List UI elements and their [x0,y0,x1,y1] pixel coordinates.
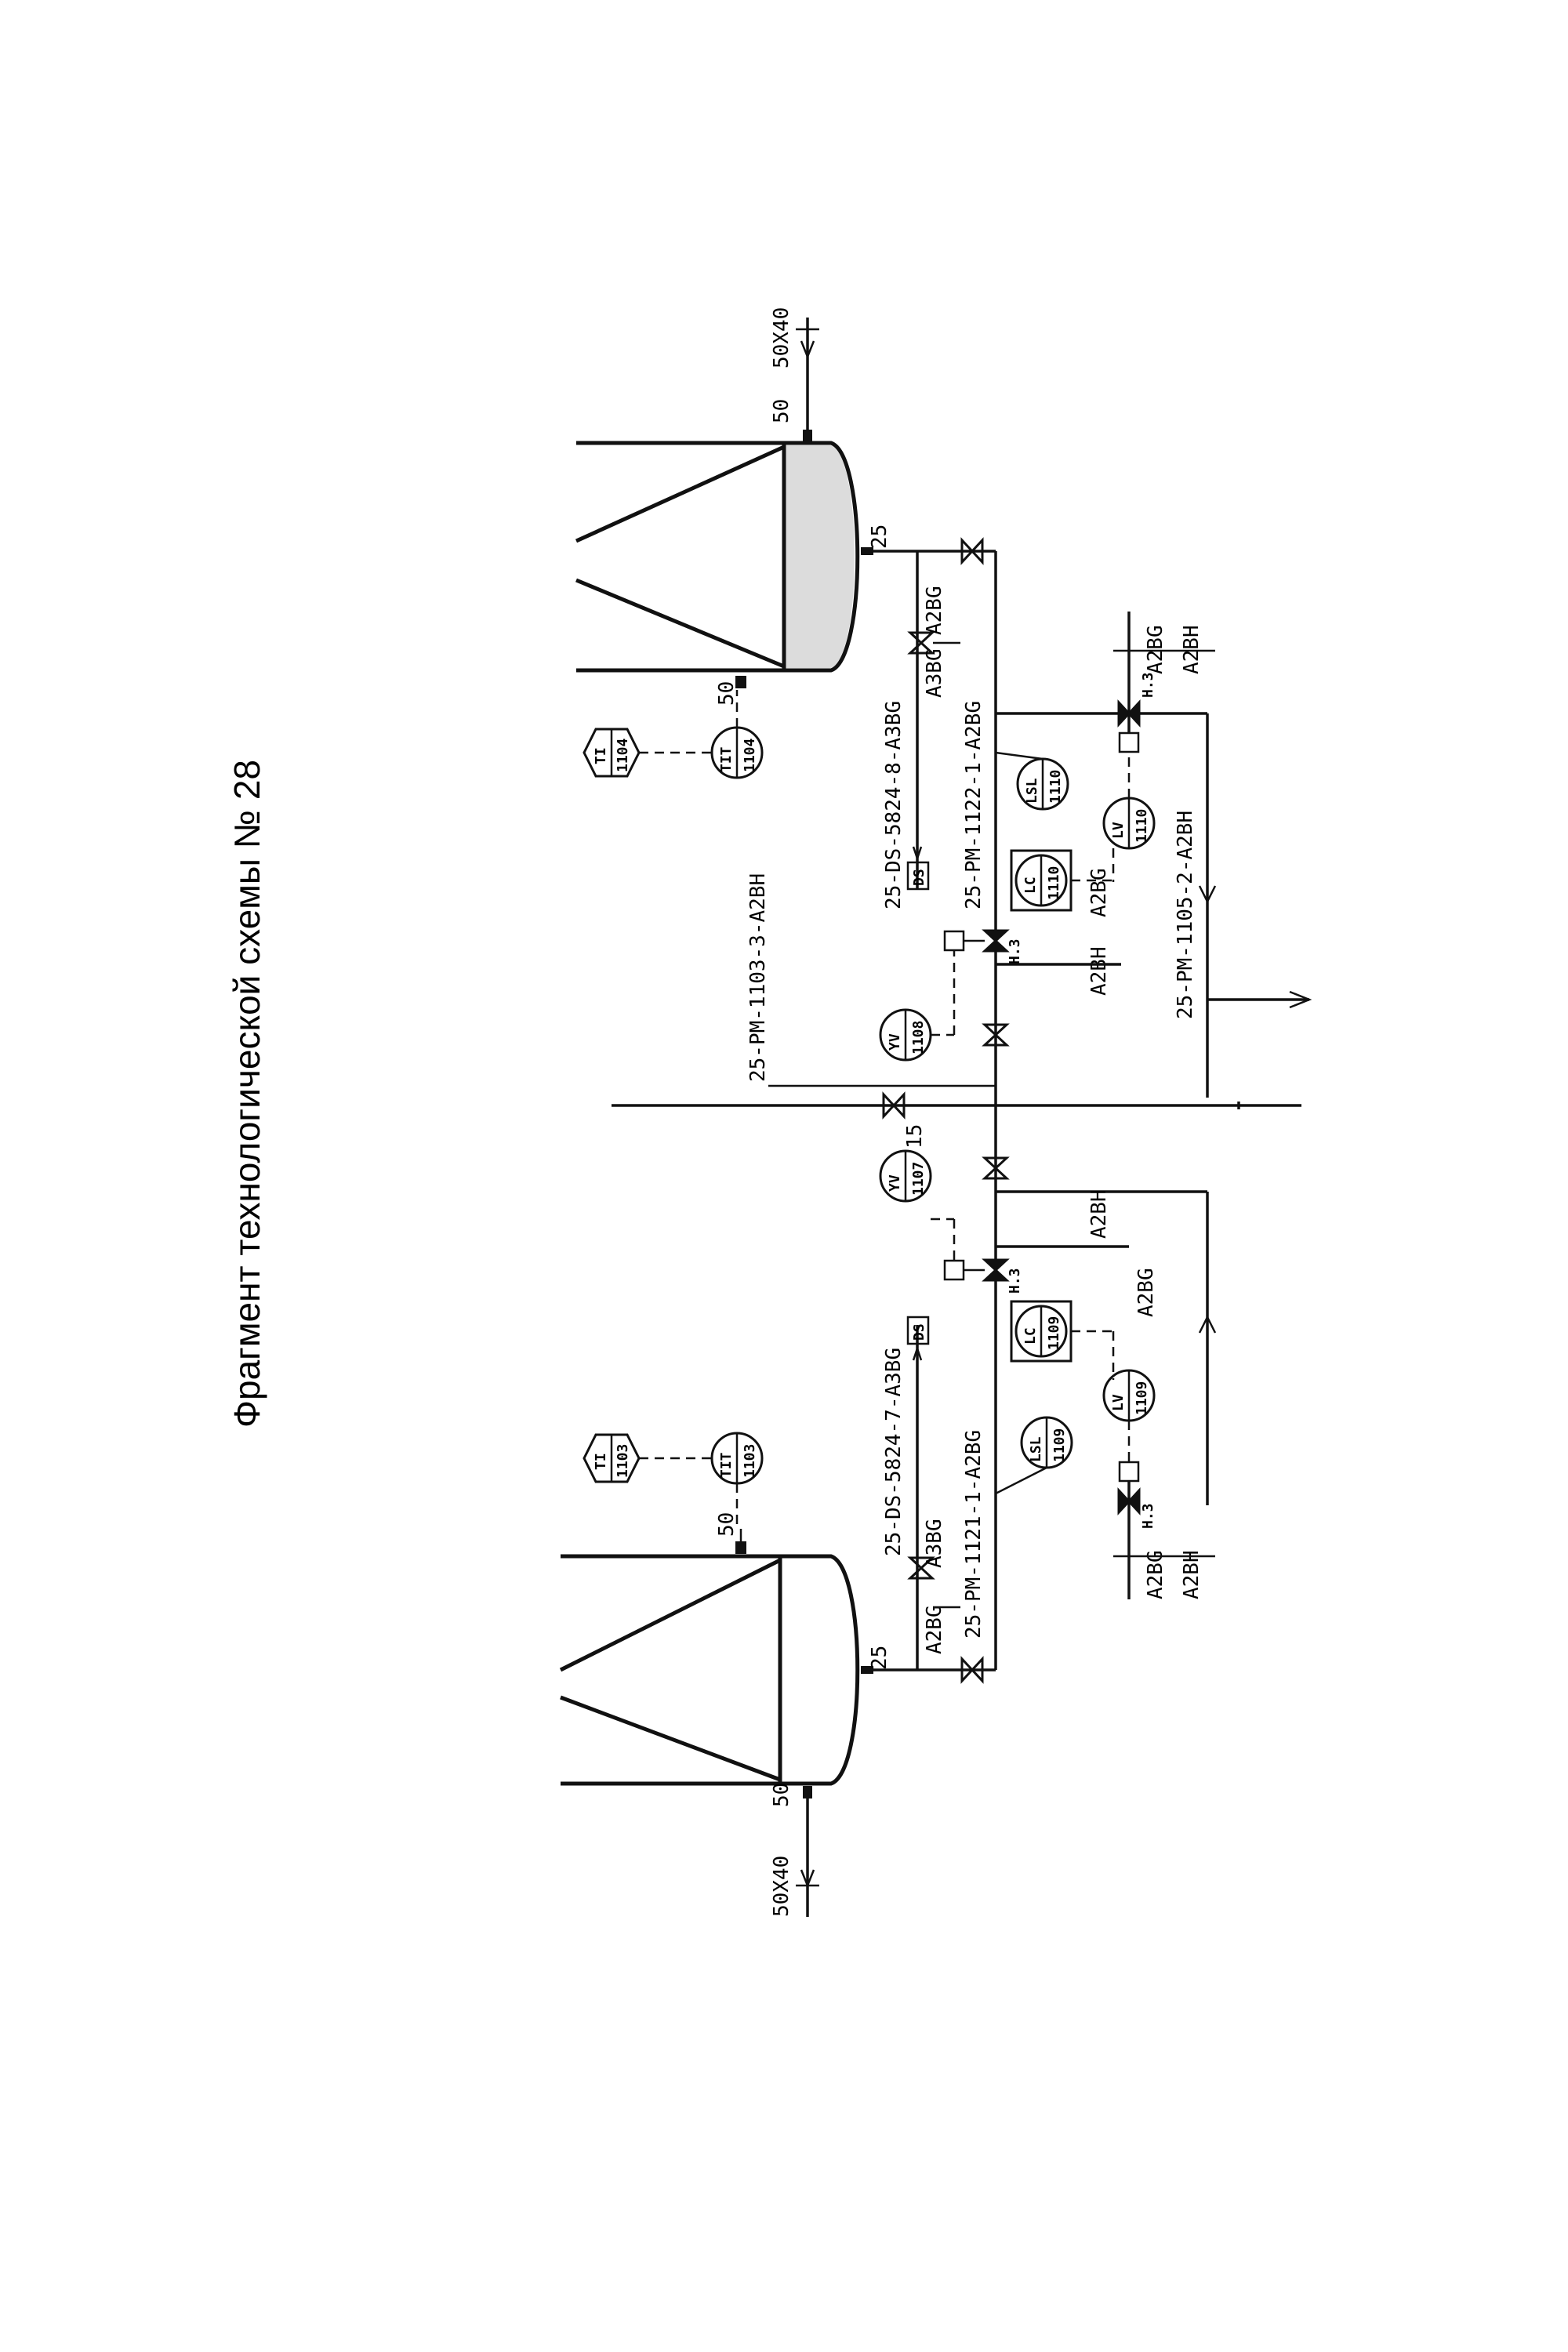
svg-text:1103: 1103 [615,1444,631,1478]
ti-1103: TI 1103 [583,1433,712,1483]
a2bg-lv1109: A2BG [1144,1550,1167,1599]
h3-lv1109: H.3 [1140,1503,1156,1529]
header-lines: 25-PM-1103-3-A2BH 15 25-PM-1105-2-A2BH [612,712,1312,1505]
svg-text:1109: 1109 [1051,1428,1068,1462]
label-top-25: 25 [868,524,891,549]
tit-1103: TIT 1103 [710,1432,764,1529]
lc-1109: LC 1109 [1010,1300,1115,1380]
line-1105: 25-PM-1105-2-A2BH [1174,811,1197,1019]
a2bg-lv1110: A2BG [1144,625,1167,674]
lv-1109: LV 1109 H.3 A2BG A2BH [1102,1369,1215,1599]
lsl-1109: LSL 1109 [995,1416,1073,1495]
line-5824-7: 25-DS-5824-7-A3BG [882,1348,906,1556]
svg-text:LV: LV [1110,1394,1127,1411]
a2bh-1107: A2BH [1087,1189,1111,1239]
bottom-outlet: 50 50X40 [770,1783,819,1917]
svg-text:LC: LC [1022,1327,1039,1345]
svg-text:1104: 1104 [742,738,758,772]
svg-text:LSL: LSL [1024,778,1040,804]
lsl-1110: LSL 1110 [995,751,1069,811]
a2bg-1107: A2BG [1134,1268,1158,1317]
h3-lv1110: H.3 [1140,672,1156,698]
h3-top: H.3 [1007,938,1023,964]
lv-1110: LV 1110 H.3 A2BG A2BH [1102,612,1215,882]
a2bh-lv1110: A2BH [1180,625,1203,674]
label-bot-a2bg: A2BG [923,1605,946,1654]
yv-1107: YV 1107 [879,1149,956,1261]
label-top-a3bg: A3BG [923,648,946,698]
label-top-a2bg: A2BG [923,586,946,635]
svg-text:1104: 1104 [615,738,631,772]
label-bot-50b: 50 [770,1783,793,1807]
a2bg-1108: A2BG [1087,868,1111,917]
a2bh-1108: A2BH [1087,946,1111,996]
yv-1108: YV 1108 [879,950,956,1062]
svg-text:LV: LV [1110,822,1127,839]
svg-text:1109: 1109 [1134,1381,1150,1415]
svg-text:TI: TI [593,1453,609,1470]
line-1122: 25-PM-1122-1-A2BG [962,701,985,909]
top-outlet: 50 50X40 [770,307,819,442]
label-bot-50: 50 [715,1512,739,1537]
svg-text:1108: 1108 [910,1021,927,1054]
tit-1104: TIT 1104 [710,690,764,779]
line-1103: 25-PM-1103-3-A2BH [746,873,770,1082]
svg-text:LC: LC [1022,877,1039,894]
bottom-vessel-top-nozzle: 50 [715,1512,746,1554]
svg-text:TIT: TIT [718,746,735,772]
top-drain-line: 25 DS A3BG A2BG 25-DS-5824-8-A3BG 25-PM-… [861,524,997,1513]
label-top-size: 50X40 [770,307,793,368]
label-top-50b: 50 [715,681,739,706]
svg-text:1110: 1110 [1046,866,1062,900]
vessel-top [575,441,860,673]
label-bot-25: 25 [868,1646,891,1670]
svg-text:1110: 1110 [1047,770,1064,804]
a2bh-lv1109: A2BH [1180,1550,1203,1599]
label-15: 15 [903,1124,927,1149]
valve-h3-bottom[interactable] [983,1258,1008,1282]
ds-bottom: DS [911,1323,927,1341]
valve-h3-top[interactable] [983,929,1008,953]
vessel-bottom [559,1554,860,1786]
svg-text:1110: 1110 [1134,809,1150,843]
lc-1110: LC 1110 [1010,849,1113,912]
svg-text:LSL: LSL [1028,1436,1044,1462]
svg-text:TIT: TIT [718,1452,735,1478]
h3-bottom: H.3 [1007,1268,1023,1294]
line-1121: 25-PM-1121-1-A2BG [962,1430,985,1639]
ds-top: DS [911,869,927,886]
svg-text:1109: 1109 [1046,1316,1062,1350]
svg-text:1107: 1107 [910,1162,927,1196]
top-vessel-bottom-nozzle: 50 [715,676,746,706]
svg-text:TI: TI [593,747,609,764]
ti-1104: TI 1104 [583,728,712,778]
label-bot-a3bg: A3BG [923,1519,946,1568]
bottom-drain-line: 25 DS A3BG A2BG 25-DS-5824-7-A3BG 25-PM-… [861,1316,997,1682]
svg-text:1103: 1103 [742,1444,758,1478]
svg-text:YV: YV [887,1033,903,1051]
line-5824-8: 25-DS-5824-8-A3BG [882,701,906,909]
label-top-50: 50 [770,399,793,423]
svg-text:YV: YV [887,1174,903,1192]
label-bot-size: 50X40 [770,1856,793,1917]
